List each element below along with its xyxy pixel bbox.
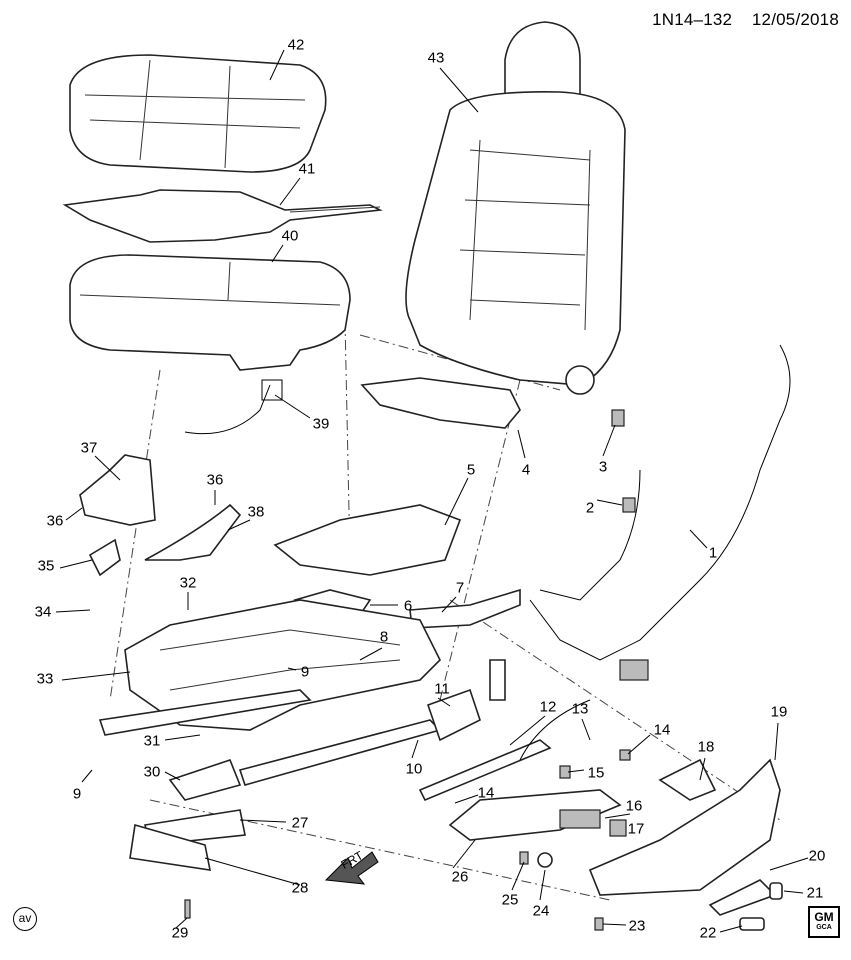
- callout-42: 42: [287, 36, 305, 54]
- part-41-sensor-mat: [62, 189, 383, 243]
- callout-28: 28: [291, 879, 309, 897]
- callout-36: 36: [206, 471, 224, 489]
- callout-38: 38: [247, 503, 265, 521]
- corner-mark: av: [13, 907, 37, 931]
- part-3-bolt: [611, 409, 625, 427]
- callout-17: 17: [627, 820, 645, 838]
- callout-4: 4: [521, 461, 531, 479]
- callout-19: 19: [770, 703, 788, 721]
- part-30-motor: [168, 759, 242, 801]
- callout-2: 2: [585, 499, 595, 517]
- part-16-switch: [559, 809, 601, 829]
- callout-6: 6: [403, 597, 413, 615]
- part-40-seat-cushion-pad: [69, 254, 351, 371]
- callout-30: 30: [143, 763, 161, 781]
- part-39-harness: [184, 379, 283, 435]
- part-24-plug: [537, 852, 553, 868]
- callout-27: 27: [291, 814, 309, 832]
- part-1-harness: [529, 344, 791, 661]
- callout-15: 15: [587, 764, 605, 782]
- callout-10: 10: [405, 760, 423, 778]
- part-14-screw: [619, 749, 631, 761]
- callout-20: 20: [808, 847, 826, 865]
- callout-41: 41: [298, 160, 316, 178]
- part-43-seat-back: [405, 21, 626, 395]
- connector: [619, 659, 649, 681]
- callout-11: 11: [434, 680, 450, 698]
- callout-23: 23: [628, 917, 646, 935]
- callout-36: 36: [46, 512, 64, 530]
- diagram-id: 1N14–132: [652, 10, 733, 29]
- part-18-switch: [658, 758, 717, 801]
- part-2-clip: [622, 497, 636, 513]
- gm-logo: GM GCA: [808, 906, 840, 938]
- part-42-seat-cushion-cover: [69, 54, 327, 173]
- part-21-knob: [769, 882, 783, 900]
- part-23-screw: [594, 917, 604, 931]
- callout-26: 26: [451, 868, 469, 886]
- part-37-cover: [79, 454, 156, 526]
- part-13-cable: [519, 699, 591, 761]
- callout-25: 25: [501, 891, 519, 909]
- part-11-motor: [426, 688, 481, 742]
- diagram-date: 12/05/2018: [751, 10, 839, 29]
- callout-33: 33: [36, 670, 54, 688]
- callout-16: 16: [625, 797, 643, 815]
- part-22-knob: [739, 917, 765, 931]
- callout-9: 9: [300, 663, 310, 681]
- part-5-frame: [273, 504, 462, 576]
- logo-line2: GCA: [816, 924, 832, 931]
- diagram-header: 1N14–132 12/05/2018: [652, 10, 839, 30]
- callout-35: 35: [37, 557, 55, 575]
- callout-31: 31: [143, 732, 161, 750]
- callout-5: 5: [466, 461, 476, 479]
- part-20-bezel: [708, 879, 777, 916]
- part-28-switch: [129, 823, 212, 871]
- callout-22: 22: [699, 924, 717, 942]
- callout-37: 37: [80, 439, 98, 457]
- seat-track-left: [98, 689, 312, 736]
- part-19-shield: [588, 758, 781, 896]
- callout-13: 13: [571, 700, 589, 718]
- callout-40: 40: [281, 227, 299, 245]
- callout-8: 8: [379, 628, 389, 646]
- callout-9b: 9: [72, 785, 82, 803]
- part-29-screw: [184, 899, 191, 919]
- front-arrow-icon: [324, 851, 379, 885]
- callout-14b: 14: [477, 784, 495, 802]
- callout-1: 1: [708, 544, 718, 562]
- logo-line1: GM: [814, 910, 834, 924]
- callout-7: 7: [455, 579, 465, 597]
- callout-12: 12: [539, 698, 557, 716]
- part-26-shield: [448, 789, 622, 841]
- part-4-panel: [360, 377, 521, 429]
- callout-21: 21: [806, 884, 824, 902]
- callout-24: 24: [532, 902, 550, 920]
- callout-3: 3: [598, 458, 608, 476]
- callout-39: 39: [312, 415, 330, 433]
- part-38-cover: [144, 503, 242, 561]
- callout-18: 18: [697, 738, 715, 756]
- seat-belt-buckle: [489, 659, 506, 701]
- callout-43: 43: [427, 49, 445, 67]
- part-35-buckle: [88, 538, 121, 577]
- part-17-knob: [609, 819, 627, 837]
- callout-14: 14: [653, 721, 671, 739]
- callout-32: 32: [179, 574, 197, 592]
- part-12-shaft: [418, 739, 552, 802]
- part-25-screw: [519, 851, 529, 865]
- callout-34: 34: [34, 603, 52, 621]
- part-7-bracket: [409, 588, 521, 629]
- callout-29: 29: [171, 924, 189, 942]
